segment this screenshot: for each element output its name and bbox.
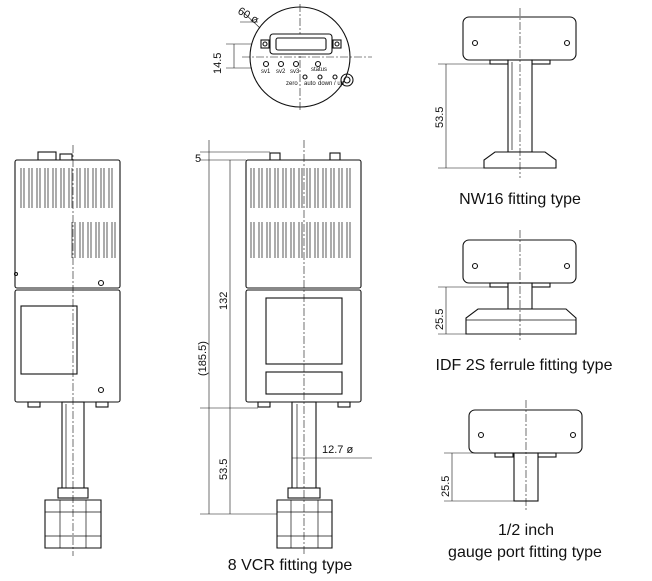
- idf-fitting: 25.5: [434, 230, 577, 342]
- front-view-fins: [250, 168, 351, 258]
- dim-top-height: 14.5: [212, 53, 224, 74]
- label-zero: zero: [286, 81, 298, 87]
- half-inch-fitting: 25.5: [440, 400, 583, 510]
- nw16-fitting: 53.5: [434, 8, 577, 178]
- caption-half-line2: gauge port fitting type: [448, 544, 602, 561]
- label-sv3: sv3: [290, 69, 300, 75]
- dim-stem-diameter: 12.7 ø: [322, 444, 353, 456]
- dim-idf-length: 25.5: [434, 309, 446, 330]
- side-view: [13, 145, 121, 556]
- caption-idf: IDF 2S ferrule fitting type: [436, 357, 613, 374]
- dim-top-diameter: 60 ø: [236, 5, 261, 27]
- top-view: sv1 sv2 sv3 status zero auto down / up 6…: [212, 4, 372, 112]
- label-sv2: sv2: [276, 69, 286, 75]
- label-status: status: [311, 67, 327, 73]
- caption-vcr: 8 VCR fitting type: [228, 557, 353, 574]
- label-down-up: down / up: [318, 81, 345, 87]
- dim-half-length: 25.5: [440, 476, 452, 497]
- dim-stem-length: 53.5: [218, 459, 230, 480]
- dim-flange-thickness: 5: [195, 153, 201, 165]
- label-sv1: sv1: [261, 69, 271, 75]
- dim-body-length: 132: [218, 292, 230, 310]
- front-view: 5 (185.5) 132 53.5 12.7 ø: [195, 140, 372, 556]
- dim-nw16-length: 53.5: [434, 107, 446, 128]
- caption-nw16: NW16 fitting type: [459, 191, 581, 208]
- side-view-fins: [20, 168, 116, 258]
- label-auto: auto: [304, 81, 316, 87]
- caption-half-line1: 1/2 inch: [498, 522, 554, 539]
- dim-total-length: (185.5): [197, 341, 209, 376]
